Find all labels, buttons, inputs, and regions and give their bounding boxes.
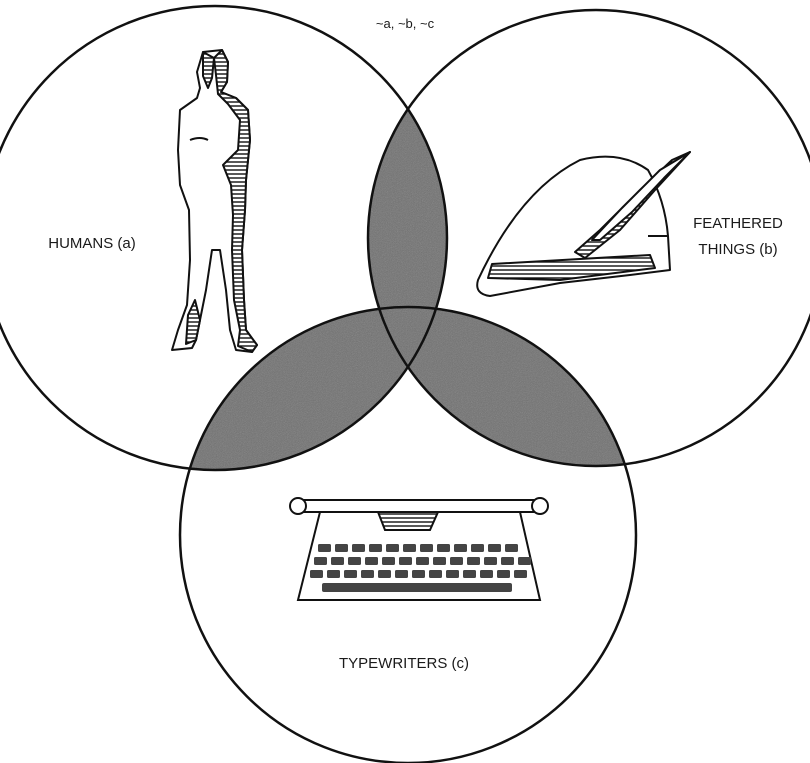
typewriter-key [416,557,429,565]
typewriter-key [365,557,378,565]
typewriter-key [463,570,476,578]
typewriter-key [497,570,510,578]
label-typewriters: TYPEWRITERS (c) [339,655,469,672]
typewriter-key [412,570,425,578]
typewriter-key [361,570,374,578]
typewriter-key [514,570,527,578]
typewriter-key [327,570,340,578]
typewriter-key [344,570,357,578]
typewriter-key [378,570,391,578]
typewriter-key [484,557,497,565]
typewriter-key [488,544,501,552]
shaded-regions [180,10,810,763]
human-figure-icon [172,50,257,352]
typewriter-key [437,544,450,552]
typewriter-key [318,544,331,552]
typewriter-key [331,557,344,565]
typewriter-key [420,544,433,552]
typewriter-key [471,544,484,552]
label-feathered-line-2: THINGS (b) [698,241,777,258]
typewriter-key [352,544,365,552]
typewriter-key [429,570,442,578]
typewriter-key [335,544,348,552]
typewriter-key [501,557,514,565]
typewriter-key [310,570,323,578]
typewriter-key [386,544,399,552]
typewriter-key [382,557,395,565]
top-outside-label: ~a, ~b, ~c [376,16,435,31]
typewriter-key [314,557,327,565]
typewriter-key [454,544,467,552]
label-humans: HUMANS (a) [48,235,136,252]
typewriter-key [518,557,531,565]
typewriter-key [433,557,446,565]
label-feathered-line-1: FEATHERED [693,215,783,232]
typewriter-key [450,557,463,565]
typewriter-key [395,570,408,578]
typewriter-key [403,544,416,552]
typewriter-key [369,544,382,552]
typewriter-key [446,570,459,578]
feathered-hat-icon [477,152,690,296]
typewriter-key [467,557,480,565]
typewriter-key [399,557,412,565]
typewriter-key [480,570,493,578]
typewriter-icon [290,498,548,600]
typewriter-key [505,544,518,552]
typewriter-key [348,557,361,565]
